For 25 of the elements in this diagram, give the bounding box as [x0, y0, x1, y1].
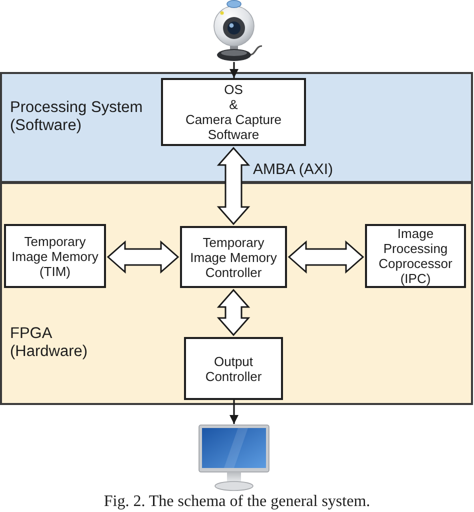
region-band: [0, 182, 473, 405]
box-label: Camera Capture Software: [184, 112, 283, 142]
component-box: [365, 224, 466, 288]
box-label: Temporary Image Memory (TIM): [10, 234, 100, 278]
region-band: [0, 72, 473, 183]
double-block-arrow: [106, 240, 180, 274]
double-block-arrow: [216, 146, 250, 226]
component-box: [4, 224, 106, 288]
component-box: [184, 337, 283, 400]
double-block-arrow: [288, 240, 364, 274]
box-label: Temporary Image Memory Controller: [189, 234, 278, 280]
box-label: &: [229, 97, 238, 112]
component-box: [180, 226, 287, 288]
figure-caption: Fig. 2. The schema of the general system.: [104, 493, 370, 511]
box-label: Output Controller: [204, 354, 263, 384]
arrow: [230, 400, 238, 424]
monitor-icon: [198, 424, 270, 492]
arrow: [230, 62, 238, 78]
region-label: FPGA (Hardware): [10, 325, 89, 361]
edge-label: AMBA (AXI): [253, 161, 334, 179]
component-box: [161, 78, 306, 146]
box-label: Image Processing Coprocessor (IPC): [378, 226, 454, 286]
region-label: Processing System (Software): [10, 99, 144, 135]
double-block-arrow: [216, 288, 250, 336]
box-label: OS: [224, 82, 243, 97]
